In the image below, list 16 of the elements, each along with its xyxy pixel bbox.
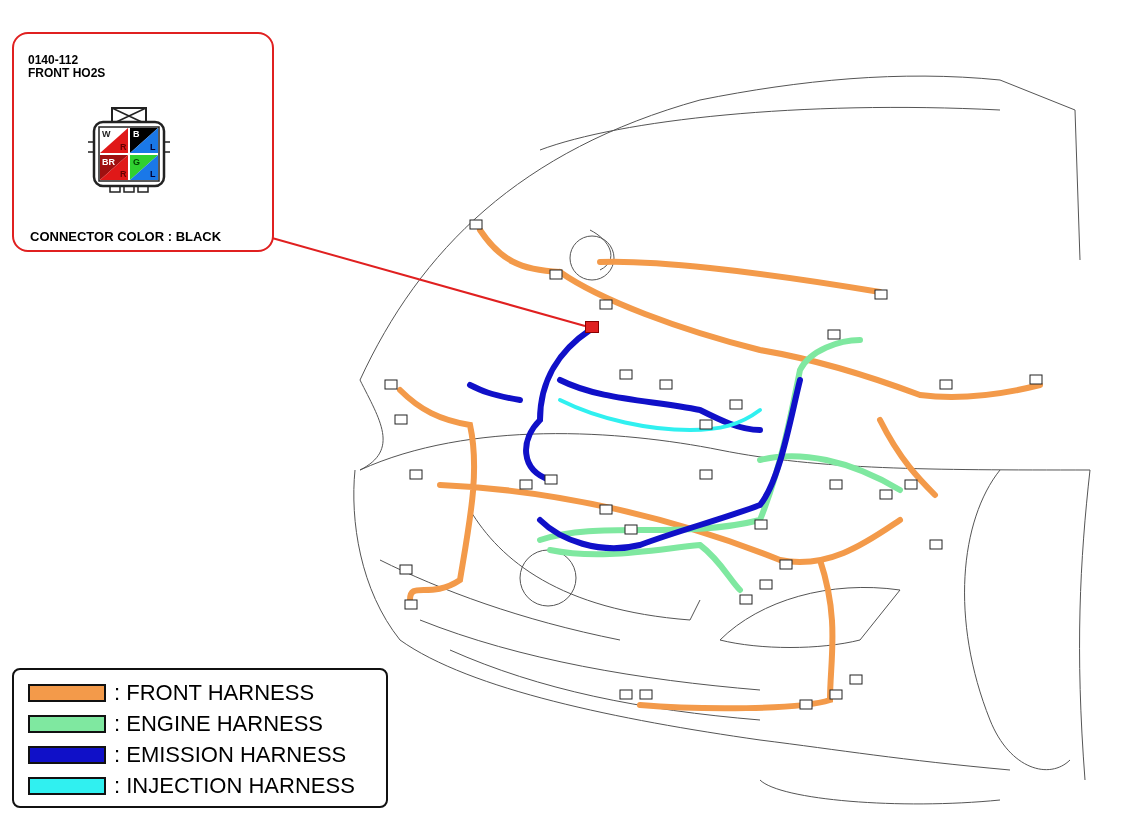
connector-color-note: CONNECTOR COLOR : BLACK xyxy=(30,229,222,244)
pin-color-code: R xyxy=(120,170,127,179)
pin-color-code: W xyxy=(102,130,111,139)
pin-color-code: G xyxy=(133,158,140,167)
connector-location-mark xyxy=(585,321,599,333)
pin-color-code: R xyxy=(120,143,127,152)
legend-label: : FRONT HARNESS xyxy=(114,681,315,705)
pin-color-code: L xyxy=(150,170,156,179)
pin-color-code: B xyxy=(133,130,140,139)
legend-label: : INJECTION HARNESS xyxy=(114,774,355,798)
legend-label: : EMISSION HARNESS xyxy=(114,743,347,767)
callout-box xyxy=(12,32,274,252)
pin-color-code: BR xyxy=(102,158,115,167)
legend-label: : ENGINE HARNESS xyxy=(114,712,324,736)
pin-color-code: L xyxy=(150,143,156,152)
connector-code-title: 0140-112 FRONT HO2S xyxy=(28,54,107,80)
